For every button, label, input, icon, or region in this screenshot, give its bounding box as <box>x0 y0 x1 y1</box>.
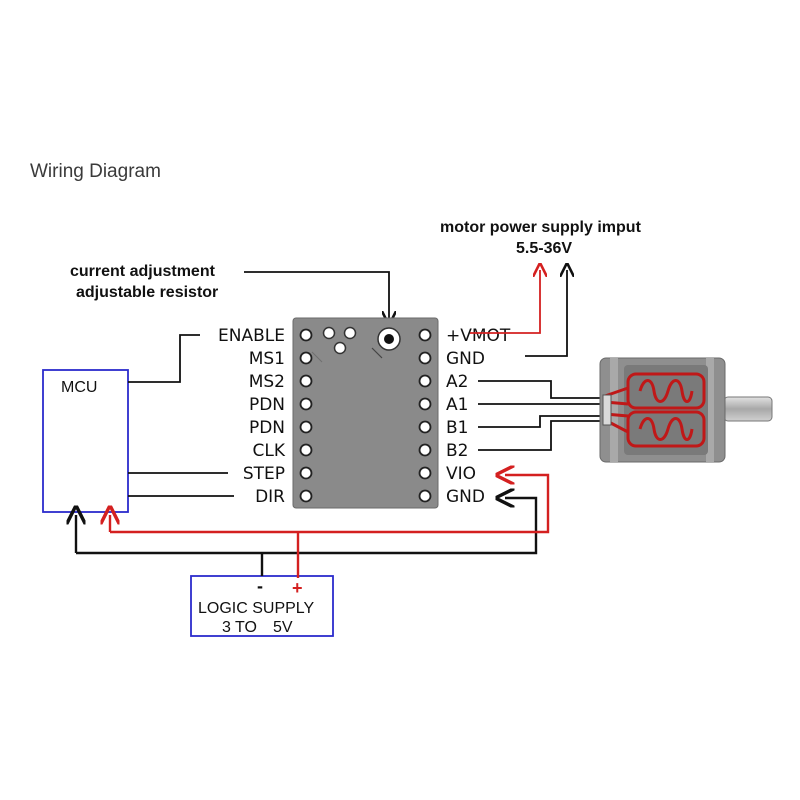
stepper-motor <box>599 357 773 463</box>
wire-b1 <box>478 415 605 428</box>
wire-b2 <box>478 420 605 451</box>
pin-label-a1: A1 <box>446 395 468 415</box>
current-adjustment-label: current adjustment <box>70 263 216 280</box>
motor-coils <box>604 372 706 448</box>
pin-label-dir: DIR <box>255 487 285 507</box>
pin-label-clk: CLK <box>253 441 286 461</box>
pin-label-ms1: MS1 <box>249 349 285 369</box>
logic-supply-plus: + <box>292 578 303 598</box>
driver-board <box>292 317 439 509</box>
adjustable-resistor-label: adjustable resistor <box>76 284 218 301</box>
pin-label-gnd-logic: GND <box>446 487 485 507</box>
motor-voltage-label: 5.5-36V <box>516 240 572 257</box>
logic-vio-wire <box>110 475 550 534</box>
logic-supply-range-label: 3 TO <box>222 619 257 636</box>
logic-supply-label: LOGIC SUPPLY <box>198 600 315 617</box>
pot-pointer-arrow <box>244 271 389 318</box>
enable-wire <box>128 334 200 383</box>
pin-label-vmot: +VMOT <box>446 326 511 346</box>
motor-gnd-supply-wire <box>525 270 567 357</box>
pin-label-b1: B1 <box>446 418 468 438</box>
logic-supply-voltage-label: 5V <box>273 619 293 636</box>
pin-label-gnd-motor: GND <box>446 349 485 369</box>
pin-label-ms2: MS2 <box>249 372 285 392</box>
pin-label-b2: B2 <box>446 441 468 461</box>
pin-label-pdn-1: PDN <box>249 395 285 415</box>
potentiometer-screw <box>384 334 394 344</box>
pin-label-pdn-2: PDN <box>249 418 285 438</box>
mcu-box <box>42 369 129 513</box>
logic-supply-box <box>190 575 334 637</box>
diagram-title: Wiring Diagram <box>30 161 161 182</box>
left-pin-holes <box>299 328 313 503</box>
pin-label-enable: ENABLE <box>218 326 285 346</box>
mcu-label: MCU <box>61 379 97 396</box>
wire-a2 <box>478 380 605 399</box>
pin-label-a2: A2 <box>446 372 468 392</box>
right-pin-holes <box>418 328 432 503</box>
motor-power-label: motor power supply imput <box>440 219 642 236</box>
pin-label-step: STEP <box>243 464 285 484</box>
logic-gnd-wire <box>76 498 538 555</box>
motor-connector <box>602 394 612 426</box>
logic-supply-minus: - <box>257 576 263 596</box>
vmot-supply-wire <box>470 270 540 334</box>
pin-label-vio: VIO <box>446 464 476 484</box>
motor-shaft <box>723 396 773 422</box>
